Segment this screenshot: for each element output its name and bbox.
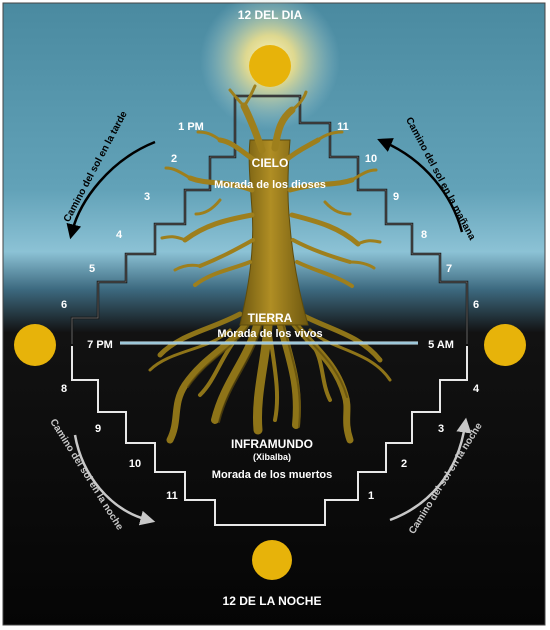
- earth-subtitle: Morada de los vivos: [217, 328, 322, 340]
- hour-label: 7: [446, 263, 452, 275]
- hour-label: 3: [438, 423, 444, 435]
- hour-label: 1: [368, 490, 374, 502]
- hour-label: 2: [171, 153, 177, 165]
- underworld-title: INFRAMUNDO: [231, 437, 313, 451]
- underworld-pyramid-steps: [71, 346, 468, 526]
- morning-arrow: [377, 138, 464, 233]
- afternoon-arrow: [66, 140, 156, 240]
- hour-label: 9: [95, 423, 101, 435]
- hour-label: 9: [393, 191, 399, 203]
- hour-labels-right: 11 10 9 8 7 6 4 3 2 1: [337, 121, 480, 502]
- hour-label: 8: [421, 229, 427, 241]
- tree-branches: [160, 84, 382, 288]
- hour-label: 3: [144, 191, 150, 203]
- hour-label: 8: [61, 383, 67, 395]
- sky-title: CIELO: [252, 156, 289, 170]
- hour-label: 10: [365, 153, 377, 165]
- horizon-right-label: 5 AM: [428, 339, 454, 351]
- hour-label: 4: [473, 383, 480, 395]
- midnight-label: 12 DE LA NOCHE: [223, 594, 322, 608]
- hour-label: 6: [473, 299, 479, 311]
- hour-label: 1 PM: [178, 121, 204, 133]
- sky-pyramid-steps: [70, 94, 469, 344]
- hour-label: 11: [337, 121, 349, 133]
- noon-label: 12 DEL DIA: [238, 8, 303, 22]
- night-right-arrow: [389, 417, 472, 522]
- tree-roots-shadow: [187, 319, 348, 428]
- underworld-subtitle: Morada de los muertos: [212, 469, 332, 481]
- tree-trunk: [239, 139, 309, 326]
- tree-roots: [148, 311, 392, 444]
- earth-title: TIERRA: [248, 311, 293, 325]
- underworld-alt-name: (Xibalba): [253, 452, 291, 462]
- hour-label: 4: [116, 229, 123, 241]
- sky-subtitle: Morada de los dioses: [214, 179, 326, 191]
- night-left-arrow: [73, 434, 156, 526]
- hour-label: 11: [166, 490, 178, 502]
- horizon-left-label: 7 PM: [87, 339, 113, 351]
- sunset-sun: [14, 324, 56, 366]
- sky-pyramid-highlight: [71, 95, 468, 344]
- hour-label: 10: [129, 458, 141, 470]
- hour-label: 5: [89, 263, 95, 275]
- midnight-sun: [252, 540, 292, 580]
- hour-labels-left: 1 PM 2 3 4 5 6 8 9 10 11: [61, 121, 204, 502]
- hour-label: 6: [61, 299, 67, 311]
- hour-label: 2: [401, 458, 407, 470]
- noon-sun: [249, 45, 291, 87]
- sunrise-sun: [484, 324, 526, 366]
